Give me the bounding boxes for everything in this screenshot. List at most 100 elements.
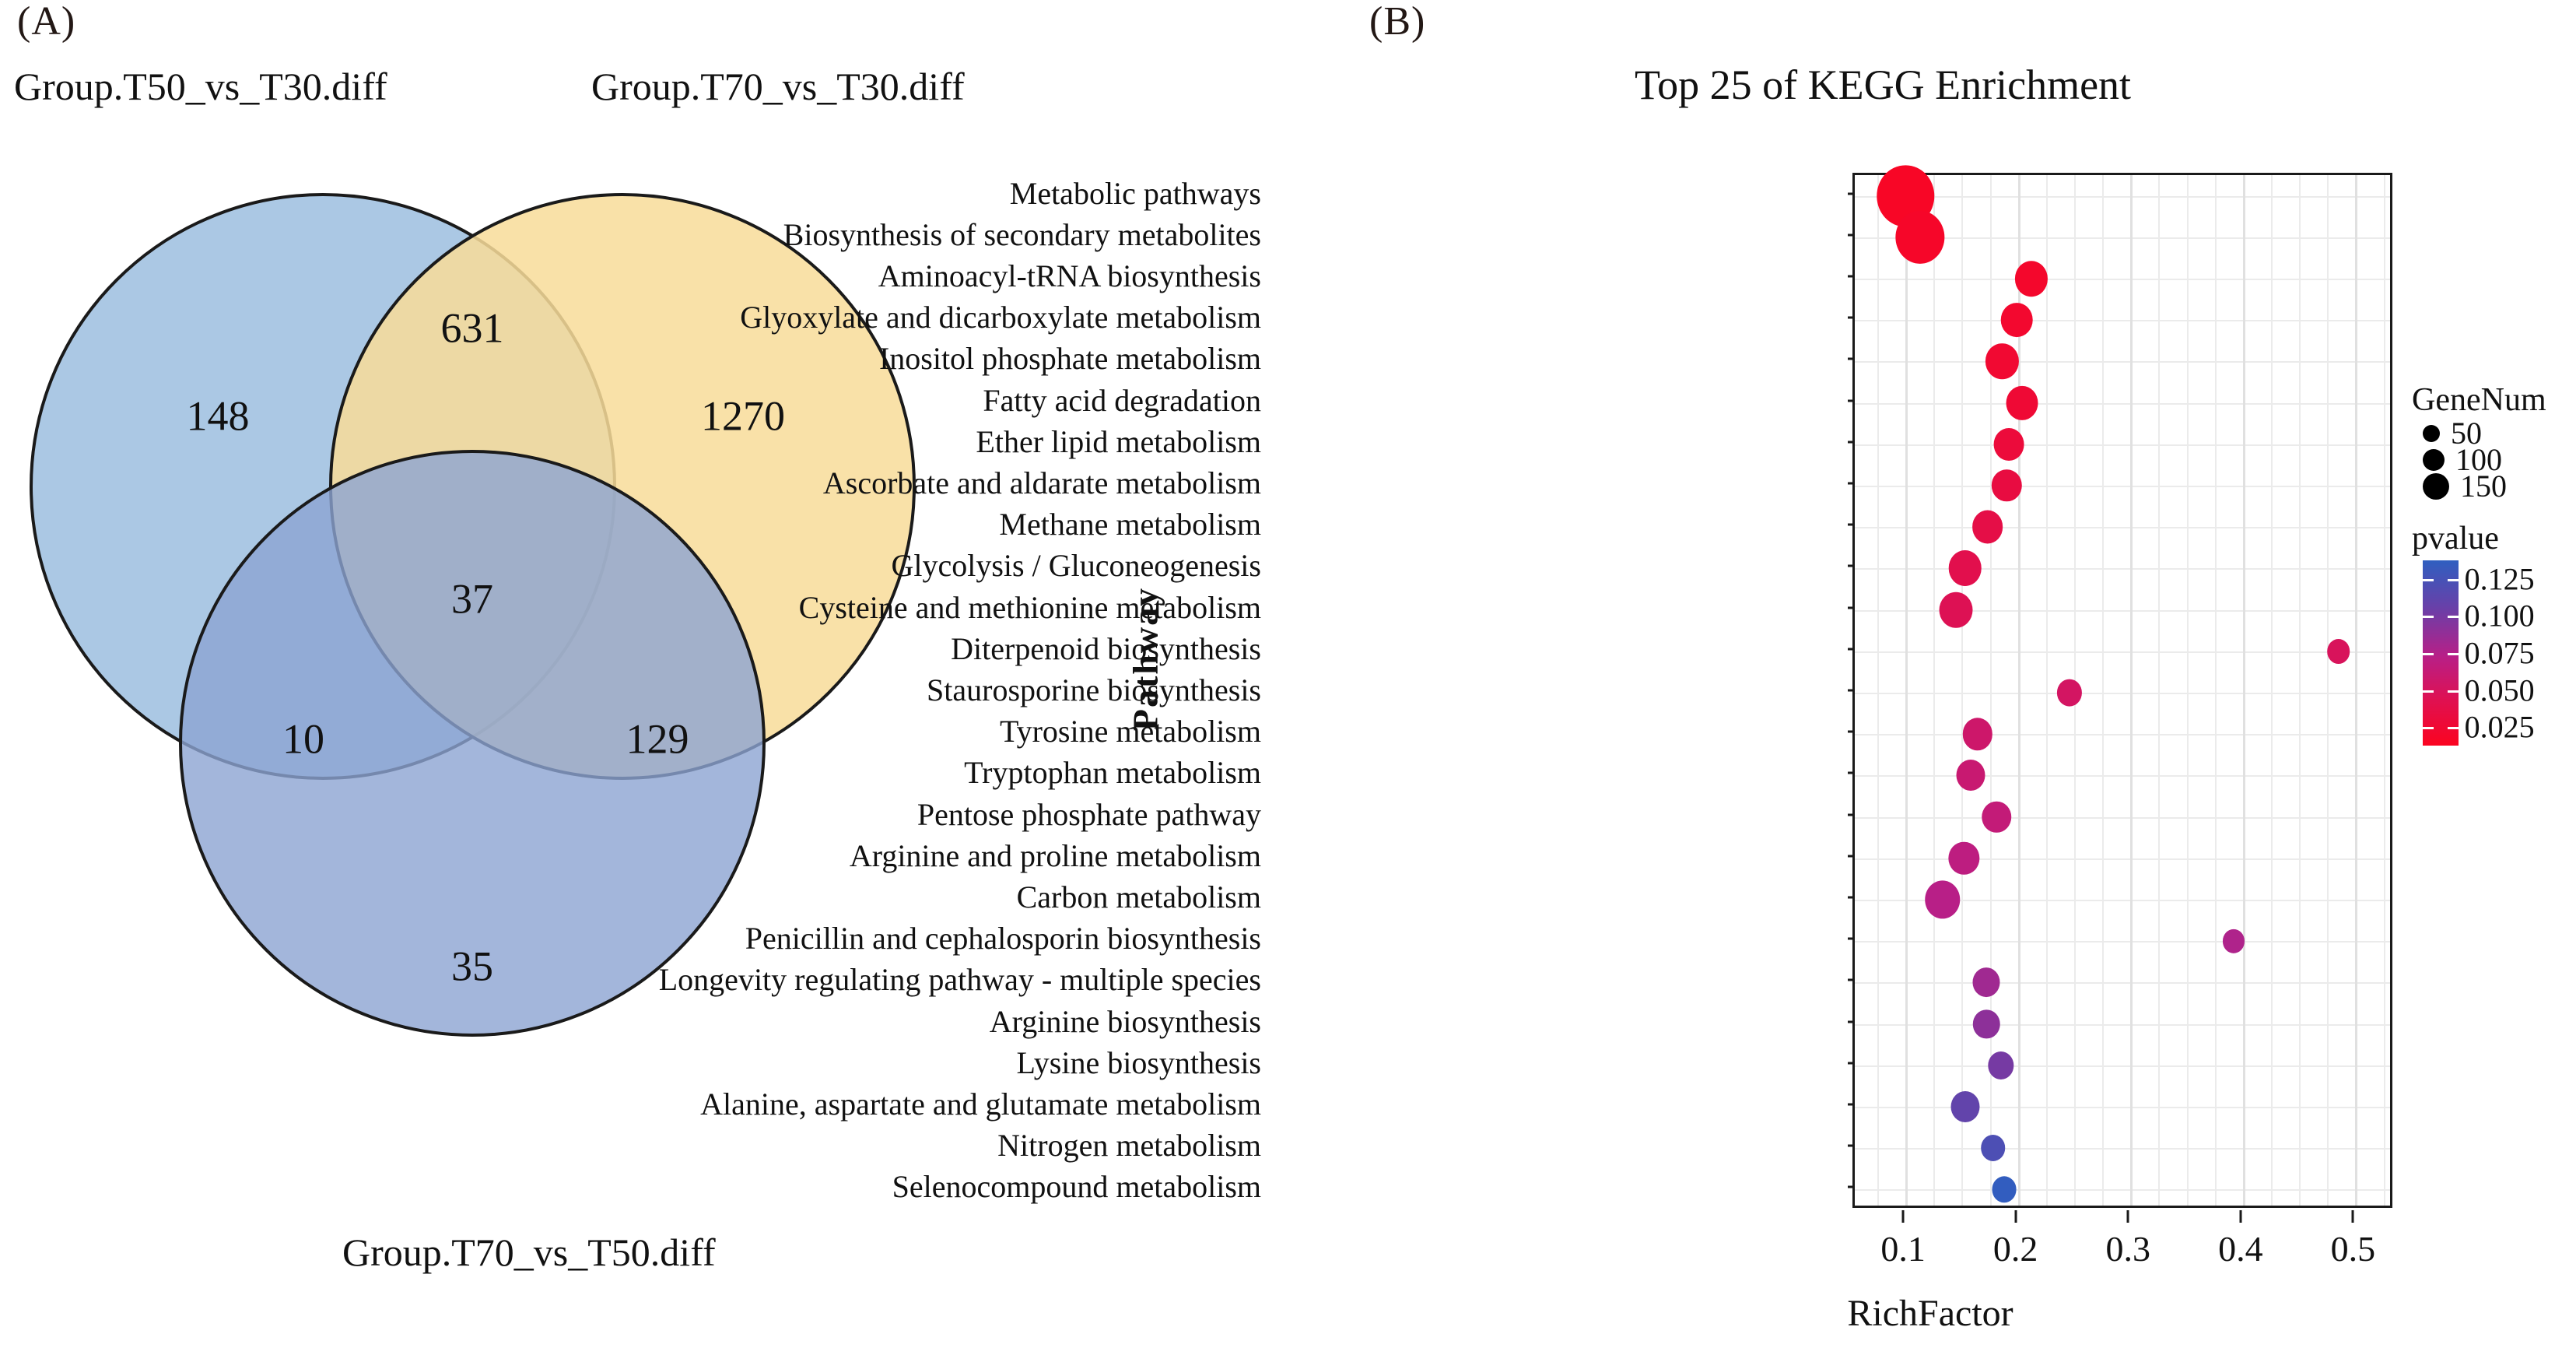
legend-size-item: 50 <box>2423 418 2575 449</box>
gridline-horizontal <box>1855 237 2390 239</box>
y-axis-tick-label: Aminoacyl-tRNA biosynthesis <box>878 258 1261 293</box>
data-point[interactable] <box>1971 510 2003 544</box>
data-point[interactable] <box>1972 1009 2000 1039</box>
gridline-vertical <box>2158 175 2161 1206</box>
colorbar-tick <box>2423 690 2434 693</box>
gridline-horizontal <box>1855 693 2390 694</box>
legend-size-label: 150 <box>2460 469 2507 504</box>
data-point[interactable] <box>1948 550 1982 587</box>
gridline-vertical <box>2214 175 2217 1206</box>
venn-count-bottom-only: 35 <box>451 943 493 989</box>
legend-title-genenum: GeneNum <box>2412 382 2546 418</box>
data-point[interactable] <box>1962 718 1992 750</box>
y-axis-tick-label: Tyrosine metabolism <box>999 714 1261 749</box>
colorbar-tick <box>2447 690 2459 693</box>
panel-label-b: (B) <box>1369 0 1426 44</box>
data-point[interactable] <box>1950 1091 1980 1122</box>
data-point[interactable] <box>2000 303 2033 338</box>
venn-counts: 148 1270 631 37 10 129 35 <box>187 304 786 989</box>
gridline-horizontal <box>1855 361 2390 363</box>
gridline-horizontal <box>1855 568 2390 570</box>
venn-count-right-bottom: 129 <box>626 715 689 762</box>
chart-title: Top 25 of KEGG Enrichment <box>1634 61 2132 108</box>
gridline-horizontal <box>1855 858 2390 860</box>
colorbar-tick-label: 0.075 <box>2464 635 2535 671</box>
y-axis-tick-label: Glyoxylate and dicarboxylate metabolism <box>740 300 1261 335</box>
legend-title-pvalue: pvalue <box>2412 521 2499 556</box>
gridline-horizontal <box>1855 775 2390 778</box>
panel-label-a: (A) <box>17 0 76 44</box>
colorbar-tick <box>2423 578 2434 581</box>
x-axis-tick-mark <box>1901 1210 1905 1223</box>
y-axis-tick-label: Penicillin and cephalosporin biosynthesi… <box>745 921 1261 957</box>
y-axis-tick-label: Cysteine and methionine metabolism <box>798 589 1261 625</box>
gridline-horizontal <box>1855 816 2390 819</box>
venn-count-left-right: 631 <box>441 304 504 351</box>
y-axis-tick-label: Diterpenoid biosynthesis <box>951 630 1261 666</box>
data-point[interactable] <box>1988 1051 2014 1079</box>
gridline-vertical <box>2383 175 2385 1206</box>
y-axis-tick-label: Pentose phosphate pathway <box>916 796 1261 832</box>
gridline-horizontal <box>1855 527 2390 529</box>
venn-set-label-left: Group.T50_vs_T30.diff <box>14 65 387 108</box>
y-axis-tick-label: Metabolic pathways <box>1009 175 1261 211</box>
y-axis-tick-label: Selenocompound metabolism <box>892 1169 1261 1205</box>
gridline-horizontal <box>1855 402 2390 405</box>
data-point[interactable] <box>1972 967 2000 998</box>
y-axis-tick-label: Fatty acid degradation <box>983 382 1261 418</box>
data-point[interactable] <box>1993 427 2024 461</box>
venn-circle-bottom[interactable] <box>179 450 766 1037</box>
y-axis-tick-label: Biosynthesis of secondary metabolites <box>783 216 1261 252</box>
venn-count-right-only: 1270 <box>701 392 785 439</box>
colorbar-tick <box>2423 727 2434 730</box>
gridline-vertical <box>2299 175 2301 1206</box>
data-point[interactable] <box>1985 343 2019 380</box>
gridline-vertical <box>2186 175 2189 1206</box>
gridline-vertical <box>1989 175 1992 1206</box>
data-point[interactable] <box>1991 469 2022 502</box>
data-point[interactable] <box>2223 929 2245 953</box>
gridline-horizontal <box>1855 195 2390 198</box>
gridline-horizontal <box>1855 1023 2390 1026</box>
colorbar-tick <box>2423 616 2434 619</box>
legend-size-item: 150 <box>2423 469 2575 504</box>
data-point[interactable] <box>2057 679 2083 707</box>
y-axis-tick-label: Lysine biosynthesis <box>1016 1044 1261 1080</box>
data-point[interactable] <box>1925 880 1961 919</box>
data-point[interactable] <box>1982 801 2011 833</box>
data-point[interactable] <box>1992 1176 2017 1203</box>
legend-size-label: 100 <box>2455 442 2502 477</box>
y-axis-tick-label: Alanine, aspartate and glutamate metabol… <box>700 1086 1261 1122</box>
legend-size-dot <box>2423 449 2445 471</box>
gridline-horizontal <box>1855 609 2390 612</box>
colorbar-tick <box>2447 653 2459 655</box>
data-point[interactable] <box>1956 760 1985 792</box>
venn-circles <box>30 193 916 1037</box>
gridline-horizontal <box>1855 651 2390 653</box>
data-point[interactable] <box>1895 210 1945 264</box>
gridline-vertical <box>2102 175 2105 1206</box>
colorbar-tick-label: 0.100 <box>2464 598 2535 634</box>
data-point[interactable] <box>1981 1135 2006 1162</box>
gridline-vertical <box>2242 175 2245 1206</box>
gridline-vertical <box>1933 175 1936 1206</box>
data-point[interactable] <box>2326 638 2350 664</box>
colorbar-tick-label: 0.025 <box>2464 709 2535 745</box>
gridline-vertical <box>1905 175 1908 1206</box>
gridline-horizontal <box>1855 1107 2390 1108</box>
data-point[interactable] <box>1948 841 1979 876</box>
colorbar-tick <box>2447 616 2459 619</box>
data-point[interactable] <box>1939 592 1973 628</box>
gridline-vertical <box>2327 175 2329 1206</box>
data-point[interactable] <box>2014 261 2049 297</box>
gridline-vertical <box>2045 175 2048 1206</box>
gridline-horizontal <box>1855 444 2390 446</box>
gridline-vertical <box>2130 175 2133 1206</box>
gridline-horizontal <box>1855 279 2390 280</box>
colorbar-tick <box>2423 653 2434 655</box>
x-axis-title: RichFactor <box>1847 1293 2013 1334</box>
data-point[interactable] <box>2006 385 2038 420</box>
y-axis-tick-label: Nitrogen metabolism <box>997 1128 1261 1164</box>
